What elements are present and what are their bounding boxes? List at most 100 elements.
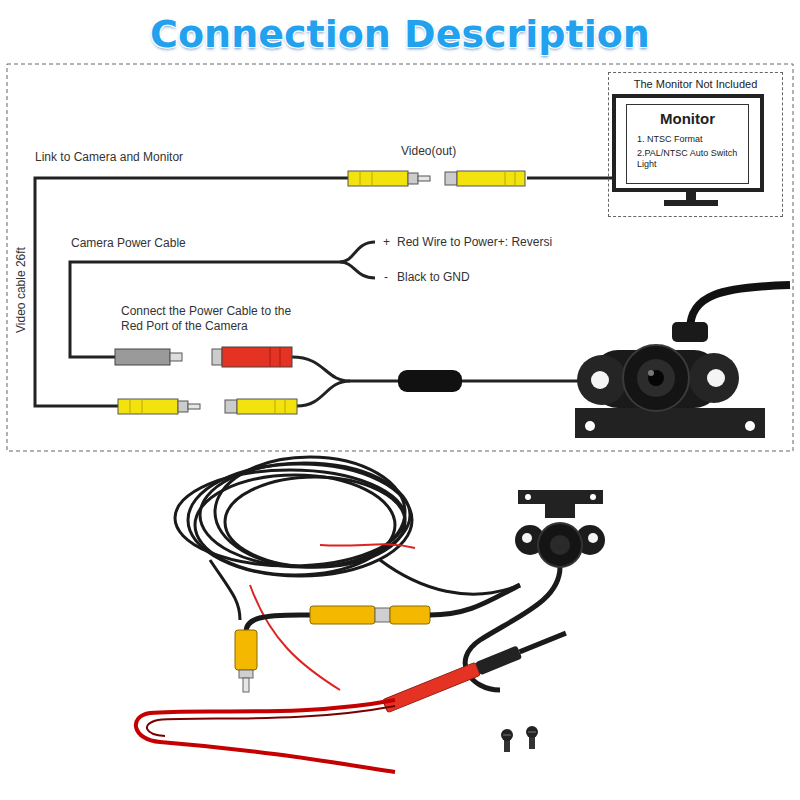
power-plug [475, 645, 522, 675]
screw [503, 735, 511, 736]
camera-photo [522, 533, 532, 543]
rca-plug [418, 176, 430, 181]
camera-photo [588, 533, 598, 543]
rca-plug [188, 404, 200, 409]
rca-plug [390, 606, 430, 624]
coiled-cable [175, 470, 405, 566]
screw [501, 726, 538, 752]
red-wire [250, 585, 340, 690]
rca-plug [118, 399, 178, 414]
rca-plug [246, 615, 300, 632]
camera-photo [590, 494, 596, 500]
cable-wire [340, 262, 375, 278]
wire-note: Black to GND [396, 270, 471, 285]
monitor-title: Monitor [633, 109, 742, 128]
cable-wire [292, 357, 350, 381]
cable-wire [35, 178, 350, 406]
polarity-sign: - [383, 270, 389, 285]
camera-photo [648, 370, 664, 386]
camera-photo [525, 494, 531, 500]
screw [526, 726, 538, 738]
monitor-frame [614, 96, 762, 206]
rca-plug [348, 171, 525, 186]
cable-label: Camera Power Cable [70, 236, 187, 251]
monitor-frame [614, 96, 762, 190]
rca-plug [237, 399, 297, 414]
camera-photo [585, 421, 595, 431]
camera-photo [465, 490, 605, 690]
rca-plug [408, 173, 418, 184]
rca-plug [130, 399, 131, 414]
power-plug [382, 627, 568, 713]
rca-plug [445, 172, 457, 185]
screw [501, 729, 513, 741]
monitor-region: The Monitor Not IncludedMonitor1. NTSC F… [608, 72, 783, 217]
camera-photo [577, 355, 627, 405]
coiled-cable [175, 457, 520, 620]
region-heading: The Monitor Not Included [609, 77, 782, 91]
connection-note: Connect the Power Cable to the Red Port … [120, 304, 304, 334]
camera-photo [707, 369, 725, 387]
rca-plug [360, 171, 361, 186]
spec-item: 2.PAL/NTSC Auto Switch Light [633, 148, 742, 170]
screw [528, 732, 536, 733]
rca-plug [372, 171, 373, 186]
camera-photo [575, 285, 790, 438]
cable-label: Link to Camera and Monitor [34, 150, 184, 165]
red-wire [136, 700, 395, 772]
diagram-title: Connection Description [0, 10, 800, 58]
monitor-screen: Monitor1. NTSC Format2.PAL/NTSC Auto Swi… [626, 104, 749, 184]
power-plug [212, 349, 222, 365]
rca-plug [243, 678, 249, 692]
camera-photo [745, 421, 755, 431]
cable-wire [35, 178, 614, 406]
rca-plug [275, 399, 276, 414]
cable-wire [527, 177, 614, 180]
wire-note: Red Wire to Power+: Reversi [396, 235, 553, 250]
camera-photo [672, 322, 708, 342]
cable-wire [297, 381, 350, 406]
camera-photo [648, 370, 654, 376]
rca-plug [430, 585, 520, 615]
connector-label: Video(out) [400, 144, 457, 159]
power-plug [222, 347, 292, 367]
coiled-cable [380, 560, 520, 594]
camera-photo [591, 371, 609, 389]
cable-length: Video cable 26ft [14, 246, 29, 334]
rca-plug [310, 606, 375, 624]
rca-plug [142, 399, 143, 414]
rca-plug [225, 400, 237, 413]
coiled-cable [225, 477, 405, 567]
monitor-frame [686, 190, 696, 200]
camera-photo [623, 345, 689, 411]
rca-plug [235, 630, 257, 670]
cable-wire [340, 242, 375, 262]
rca-plug [285, 399, 286, 414]
red-wire [136, 700, 395, 772]
power-plug [520, 633, 566, 652]
rca-plug [505, 171, 506, 186]
monitor-frame [664, 200, 718, 206]
power-plug [170, 353, 182, 361]
red-wire [147, 706, 395, 736]
camera-photo [545, 504, 575, 518]
camera-photo [689, 353, 739, 403]
cable-wire [70, 262, 340, 357]
rca-plug [178, 401, 188, 412]
power-plug [382, 662, 480, 712]
rca-plug [457, 171, 525, 186]
camera-photo [550, 535, 570, 555]
power-plug [280, 347, 281, 367]
rca-plug [118, 399, 297, 414]
rca-plug [239, 670, 253, 678]
camera-photo [637, 359, 675, 397]
power-plug [115, 349, 170, 365]
polarity-sign: + [382, 235, 391, 250]
rca-plug [375, 608, 390, 622]
rca-plug [515, 171, 516, 186]
camera-photo [465, 567, 560, 690]
rca-plug [348, 171, 408, 186]
red-wire [320, 544, 415, 548]
cable-wire [350, 380, 590, 383]
